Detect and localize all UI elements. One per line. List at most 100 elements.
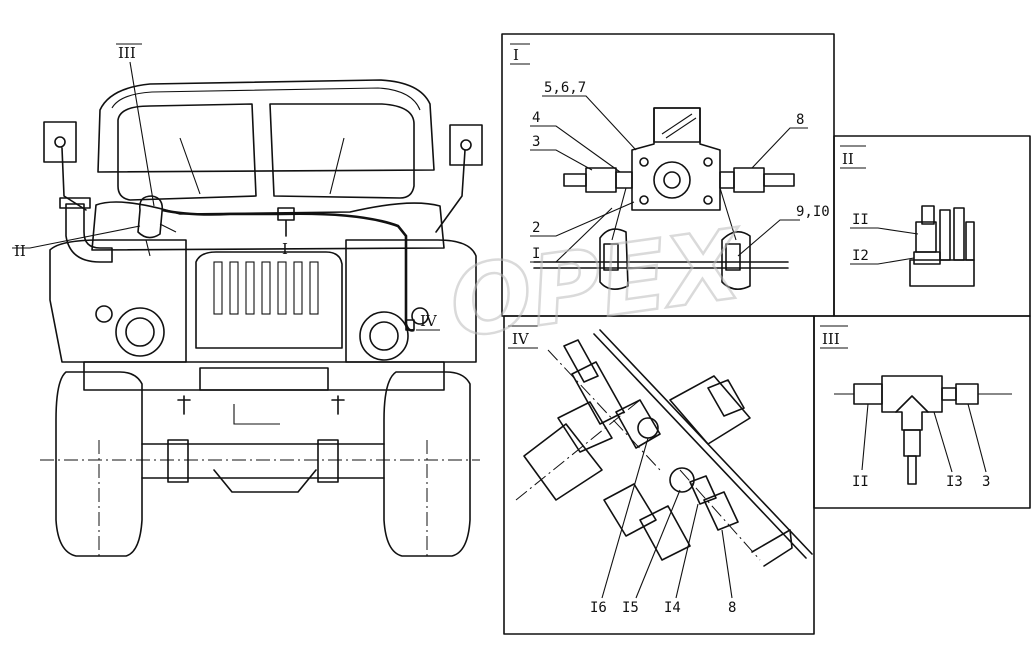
bracket-arms (611, 187, 737, 241)
steering-link (233, 404, 280, 425)
fitting-upper-a (563, 339, 599, 383)
view-iv-frame (503, 315, 815, 635)
stem-13-tip (907, 455, 917, 485)
mirror-right-glass (460, 139, 472, 151)
fitting-15 (669, 467, 695, 493)
stem-13 (903, 429, 921, 457)
tee-chamfer (895, 395, 929, 413)
axle-beam (141, 443, 385, 479)
valve-lever-main (145, 223, 177, 257)
bracket-right (721, 231, 751, 290)
hood (91, 201, 445, 251)
fitting-11 (915, 221, 937, 253)
leader-11 (850, 227, 919, 235)
label-3-iii: 3 (982, 474, 990, 490)
leader-11-iii (861, 403, 869, 471)
pipe-left (563, 173, 587, 187)
valve-assembly-main (137, 195, 164, 239)
callout-ref-iii: III (118, 44, 136, 62)
label-11-iii: II (852, 474, 869, 490)
differential (213, 469, 317, 493)
fender-left (49, 239, 187, 363)
wiper-left (179, 137, 201, 195)
plate (199, 367, 329, 391)
nut-3 (585, 167, 617, 193)
nut-3-iii (955, 383, 979, 405)
cab-roof (97, 79, 435, 173)
windshield-left (117, 103, 257, 201)
label-12: I2 (852, 248, 869, 264)
callout-ref-ii: II (14, 242, 26, 260)
spring-left (167, 439, 189, 483)
label-14: I4 (664, 600, 681, 616)
fitting-mid (615, 399, 661, 449)
label-8-iv: 8 (728, 600, 736, 616)
sidelight-right (411, 307, 429, 325)
fitting-16 (637, 417, 659, 439)
nut-8-iv (703, 491, 739, 531)
leader-9-10 (737, 219, 800, 257)
frame-member (593, 329, 813, 559)
label-8: 8 (796, 112, 804, 128)
leader-16 (601, 437, 649, 599)
view-iii-title-bars (820, 325, 848, 349)
tee-main (277, 207, 295, 237)
leader-ref-iii (116, 43, 155, 207)
fitting-iv-main (405, 319, 415, 331)
label-1: I (532, 246, 540, 262)
headlight-left-inner (125, 317, 155, 347)
leader-ref-ii (12, 225, 141, 249)
grille-slots (213, 261, 319, 315)
fitting-right-upper (669, 375, 751, 445)
leader-1 (530, 207, 613, 263)
leader-15 (635, 489, 681, 599)
leader-5-6-7 (542, 95, 637, 151)
label-3: 3 (532, 134, 540, 150)
leader-4 (530, 125, 621, 173)
headlight-right (359, 311, 409, 361)
bracket-lower (751, 529, 793, 567)
label-5-6-7: 5,6,7 (544, 80, 586, 96)
label-4: 4 (532, 110, 540, 126)
bolt-hole-3 (639, 195, 649, 205)
fitting-upper-b (571, 361, 625, 425)
fitting-upper-d (557, 401, 613, 453)
mirror-right (449, 124, 483, 166)
nut-11-iii (853, 383, 883, 405)
wheel-left (55, 371, 143, 557)
intake-cap (59, 197, 91, 209)
bolt-left (603, 243, 619, 271)
tee-body (881, 375, 943, 431)
valve-cap (653, 107, 701, 143)
view-iv: IV I6 I5 I4 8 (503, 315, 815, 635)
leader-14 (675, 503, 699, 599)
label-2: 2 (532, 220, 540, 236)
fitting-upper-c (523, 423, 603, 501)
watermark: OPEX (443, 208, 751, 360)
stud-c (965, 221, 975, 261)
adapter-right (719, 171, 735, 189)
tow-hook-right (331, 395, 345, 415)
leader-8-iv (721, 529, 733, 599)
frame-rail (533, 261, 789, 269)
fitting-right-upper-b (707, 379, 745, 417)
view-i-title: I (513, 46, 519, 64)
wheel-right (383, 371, 471, 557)
base-plate (909, 259, 975, 287)
fitting-12 (913, 251, 941, 265)
view-iii-title: III (822, 330, 840, 348)
view-i-title-bars (510, 43, 530, 65)
bolt-hole-1 (639, 157, 649, 167)
sidelight-left (95, 305, 113, 323)
view-iii: III II I3 3 (813, 315, 1031, 509)
nut-8 (733, 167, 765, 193)
stud-b (953, 207, 965, 261)
label-11: II (852, 212, 869, 228)
valve-nut-inner (663, 171, 681, 189)
leader-3-iii (967, 403, 987, 473)
mirror-right-arm (435, 149, 466, 233)
view-iv-title-bars (508, 325, 538, 349)
wiper-right (329, 137, 345, 195)
